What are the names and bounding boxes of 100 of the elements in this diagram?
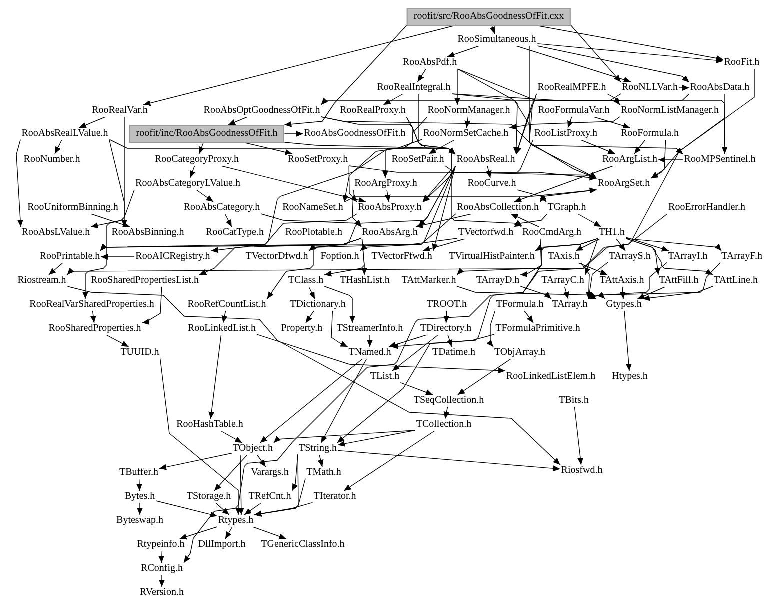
header-file-label: TAttLine.h [713, 275, 759, 287]
include-arrow [214, 454, 248, 492]
include-arrow [586, 262, 608, 300]
header-file-label: RooCategoryProxy.h [154, 154, 240, 166]
include-arrow [447, 46, 480, 58]
header-file-label: TCollection.h [415, 419, 473, 431]
header-file-label: RooSharedProperties.h [48, 323, 142, 335]
header-file-label: TVectorfwd.h [457, 227, 515, 239]
header-file-label: Byteswap.h [116, 515, 164, 527]
header-file-label: RooAbsProxy.h [357, 202, 423, 214]
header-file-label: RooSetProxy.h [286, 154, 350, 166]
header-file-label: RooAbsOptGoodnessOfFit.h [202, 105, 322, 117]
include-arrow [100, 254, 136, 260]
include-arrow [48, 262, 64, 276]
header-file-label: RooAbsArg.h [361, 227, 419, 239]
include-arrow [342, 139, 423, 203]
include-arrow [220, 166, 366, 204]
header-file-label: TArrayI.h [667, 251, 709, 263]
include-arrow [451, 94, 620, 106]
header-file-label: Rtypes.h [217, 515, 255, 527]
include-arrow [225, 526, 233, 540]
include-arrow [143, 26, 454, 106]
header-file-label: TAxis.h [547, 251, 581, 263]
include-arrow [238, 454, 244, 516]
include-arrow [516, 190, 548, 203]
include-arrow [352, 190, 362, 228]
include-arrow [160, 358, 242, 516]
include-arrow [444, 166, 598, 179]
header-file-label: TUUID.h [120, 347, 160, 359]
include-arrow [576, 238, 600, 252]
include-arrow [486, 166, 492, 178]
highlighted-file-box: roofit/inc/RooAbsGoodnessOfFit.h [129, 125, 285, 143]
include-arrow [331, 310, 348, 348]
header-file-label: RooLinkedList.h [186, 323, 258, 335]
include-arrow [432, 166, 456, 252]
include-arrow [338, 450, 561, 472]
header-file-label: Riostream.h [16, 275, 68, 287]
header-file-label: TArrayC.h [540, 275, 586, 287]
include-arrow [190, 166, 196, 178]
include-arrow [422, 139, 534, 203]
include-arrow [516, 94, 690, 155]
include-arrow [650, 140, 666, 179]
header-file-label: RooListProxy.h [534, 128, 598, 140]
include-arrow [456, 286, 606, 300]
include-arrow [16, 139, 24, 228]
include-arrow [245, 142, 293, 156]
include-arrow [78, 116, 106, 128]
include-arrow [678, 85, 690, 91]
include-arrow [490, 26, 496, 34]
include-arrow [210, 116, 428, 254]
include-arrow [650, 94, 725, 179]
include-arrow [256, 454, 266, 468]
header-file-label: RooNormManager.h [426, 105, 512, 117]
header-file-label: TDictionary.h [289, 299, 347, 311]
header-file-label: RooFormula.h [620, 128, 680, 140]
header-file-label: TObject.h [232, 443, 274, 455]
include-arrow [626, 237, 670, 252]
include-arrow [444, 406, 450, 420]
include-arrow [516, 46, 632, 83]
include-arrow [320, 94, 622, 106]
header-file-label: TString.h [298, 443, 338, 455]
include-arrow [344, 430, 436, 492]
include-arrow [318, 454, 324, 468]
include-arrow [584, 238, 598, 276]
include-arrow [606, 94, 728, 154]
include-arrow [82, 116, 125, 300]
include-arrow [90, 310, 96, 324]
include-arrow [159, 574, 165, 588]
include-arrow [444, 310, 450, 324]
include-arrow [106, 334, 130, 348]
include-arrow [324, 286, 356, 324]
header-file-label: RooRealVar.h [91, 105, 149, 117]
include-arrow [616, 238, 626, 252]
include-arrow [260, 214, 362, 228]
header-file-label: RooAbsCategoryLValue.h [134, 178, 242, 190]
header-file-label: TAttFill.h [658, 275, 700, 287]
include-arrow [244, 502, 262, 516]
include-arrow [422, 238, 466, 252]
header-file-label: RooArgSet.h [596, 178, 652, 190]
header-file-label: RooAbsReal.h [456, 154, 516, 166]
include-arrow [222, 310, 228, 324]
include-arrow [536, 46, 690, 83]
include-arrow [260, 358, 364, 444]
include-arrow [458, 358, 512, 396]
header-file-label: Htypes.h [611, 371, 649, 383]
header-file-label: TRefCnt.h [248, 491, 292, 503]
include-arrow [580, 262, 592, 300]
include-arrow [320, 358, 368, 444]
include-arrow [348, 166, 598, 181]
include-arrow [570, 25, 622, 83]
header-file-label: TFormula.h [495, 299, 545, 311]
header-file-label: Varargs.h [250, 467, 290, 479]
include-arrow [520, 286, 552, 300]
include-arrow [457, 68, 520, 155]
header-file-label: Bytes.h [124, 491, 156, 503]
header-file-label: TArrayF.h [720, 251, 764, 263]
include-arrow [367, 334, 373, 348]
include-arrow [391, 334, 495, 350]
include-arrow [588, 262, 721, 300]
include-arrow [228, 116, 248, 126]
